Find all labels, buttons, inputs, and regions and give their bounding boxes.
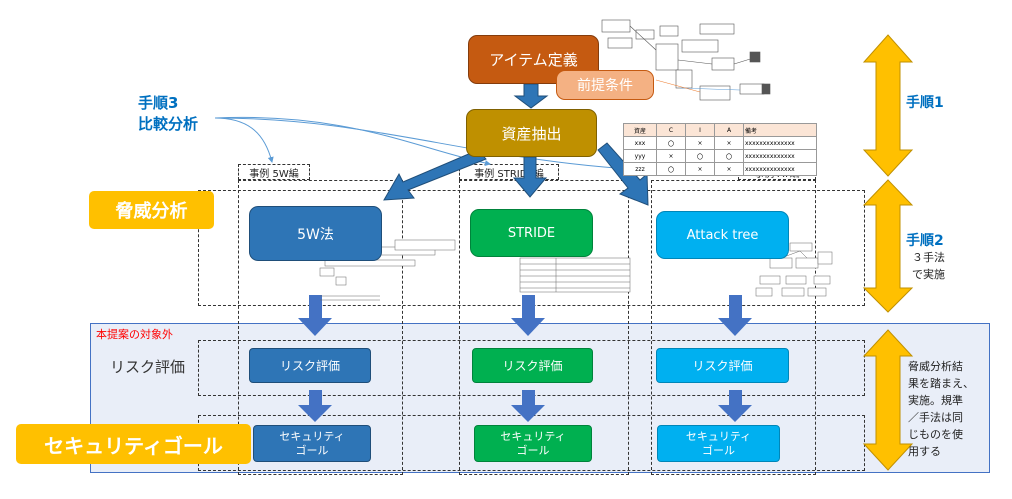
goal-at-line2: ゴール	[702, 443, 735, 457]
step2-desc-line2: で実施	[912, 268, 945, 281]
security-goal-label: セキュリティゴール	[16, 424, 251, 464]
preconditions-box: 前提条件	[556, 70, 654, 100]
step3-desc-line5: じものを使	[908, 428, 963, 441]
risk-5w-box: リスク評価	[249, 348, 371, 383]
goal-at-line1: セキュリティ	[685, 429, 752, 443]
example-5w-tag: 事例 5W編	[238, 164, 310, 180]
risk-stride-box: リスク評価	[472, 348, 593, 383]
step3-desc-line6: 用する	[908, 445, 941, 458]
method-5w-box: 5W法	[249, 206, 382, 261]
step2-description: ３手法 で実施	[912, 249, 945, 283]
asset-extraction-box: 資産抽出	[466, 109, 597, 157]
goal-5w-line1: セキュリティ	[279, 429, 345, 443]
table-row: xxx 〇 × × xxxxxxxxxxxxxx	[623, 136, 817, 150]
step2-label: 手順2	[906, 233, 944, 249]
asset-table-header: 備考	[743, 123, 817, 137]
table-row: zzz 〇 × × xxxxxxxxxxxxxx	[623, 162, 817, 176]
goal-stride-line1: セキュリティ	[500, 429, 566, 443]
goal-stride-box: セキュリティ ゴール	[474, 425, 592, 462]
out-of-scope-label: 本提案の対象外	[96, 328, 173, 341]
compare-line-stride	[214, 116, 491, 166]
step3-label: 手順3 比較分析	[138, 93, 198, 135]
goal-stride-line2: ゴール	[516, 443, 550, 457]
asset-table-header: C	[656, 123, 686, 137]
asset-table-header: A	[714, 123, 744, 137]
arrow-5w-goal	[298, 390, 332, 422]
table-row: yyy × 〇 〇 xxxxxxxxxxxxxx	[623, 149, 817, 163]
arrow-stride-goal	[511, 390, 545, 422]
step3-label-line1: 手順3	[138, 94, 179, 112]
asset-table-header: 資産	[623, 123, 657, 137]
step3-label-line2: 比較分析	[138, 115, 199, 133]
goal-5w-box: セキュリティ ゴール	[253, 425, 371, 462]
step2-desc-line1: ３手法	[912, 251, 945, 264]
step2-double-arrow	[862, 179, 914, 313]
arrow-to-5w	[383, 149, 487, 201]
step3-desc-line3: 実施。規準	[908, 394, 963, 407]
arrow-to-stride	[512, 156, 548, 198]
step3-desc-line2: 果を踏まえ、	[908, 377, 974, 390]
step3-double-arrow	[862, 329, 914, 471]
compare-line-5w	[214, 117, 274, 163]
system-diagram-thumbnail	[601, 19, 771, 101]
goal-5w-line2: ゴール	[295, 443, 329, 457]
method-attack-tree-box: Attack tree	[656, 211, 789, 259]
threat-analysis-label: 脅威分析	[89, 191, 214, 229]
method-stride-box: STRIDE	[470, 209, 593, 257]
column-5w-frame	[238, 180, 403, 475]
column-at-frame	[651, 180, 816, 475]
arrow-at-risk	[718, 295, 752, 336]
step3-description: 脅威分析結 果を踏まえ、 実施。規準 ／手法は同 じものを使 用する	[908, 358, 974, 460]
stride-table-thumbnail	[519, 257, 631, 293]
asset-table: 資産 C I A 備考 xxx 〇 × × xxxxxxxxxxxxxx yyy…	[623, 123, 817, 176]
item-definition-box: アイテム定義	[468, 35, 599, 84]
step3-desc-line1: 脅威分析結	[908, 360, 963, 373]
goal-at-box: セキュリティ ゴール	[657, 425, 780, 462]
step1-label: 手順1	[906, 95, 944, 111]
attack-tree-thumbnail	[755, 242, 833, 297]
asset-table-header: I	[685, 123, 715, 137]
step3-desc-line4: ／手法は同	[908, 411, 963, 424]
risk-assessment-row-label: リスク評価	[110, 358, 186, 376]
risk-at-box: リスク評価	[656, 348, 789, 383]
arrow-item-to-asset	[513, 83, 549, 109]
arrow-stride-risk	[511, 295, 545, 336]
arrow-5w-risk	[298, 295, 332, 336]
arrow-at-goal	[718, 390, 752, 422]
step1-double-arrow	[862, 34, 914, 177]
